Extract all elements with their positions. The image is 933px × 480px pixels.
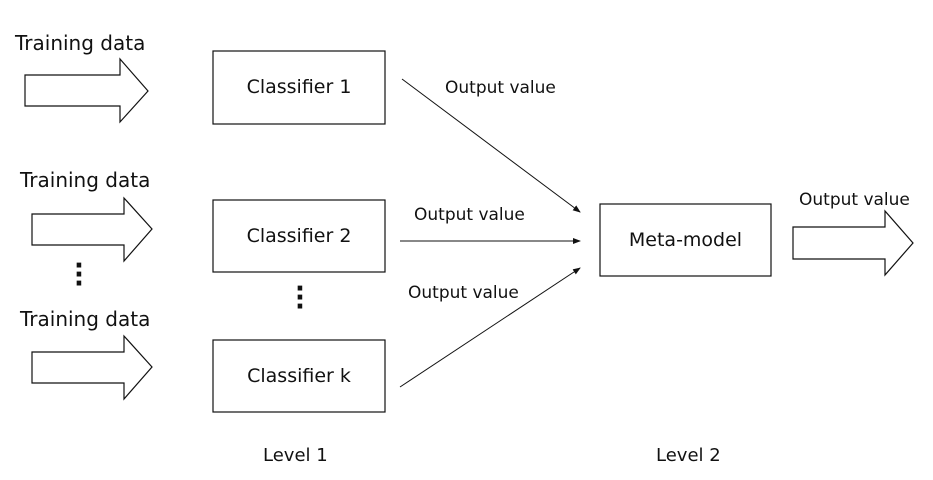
edge-1-label: Output value: [445, 78, 556, 98]
level-2-label: Level 2: [656, 445, 721, 466]
level-1-label: Level 1: [263, 445, 328, 466]
final-output-label: Output value: [799, 190, 910, 210]
edge-3-label: Output value: [408, 283, 519, 303]
input-label-3: Training data: [20, 307, 151, 331]
edge-2-label: Output value: [414, 205, 525, 225]
edge-1-arrow: [401, 78, 581, 213]
input-label-1: Training data: [15, 31, 146, 55]
edge-3-arrow: [399, 267, 581, 388]
inputs-ellipsis: ···: [74, 251, 84, 299]
classifier-2-box: [212, 199, 386, 273]
input-label-2: Training data: [20, 168, 151, 192]
classifier-k-label: Classifier k: [247, 365, 351, 387]
classifier-k-box: [212, 339, 386, 413]
classifier-1-label: Classifier 1: [246, 76, 352, 98]
input-arrow-1: [24, 57, 149, 124]
input-arrow-3: [31, 334, 153, 401]
meta-model-label: Meta-model: [628, 229, 743, 251]
output-arrow: [792, 209, 914, 277]
classifier-1-box: [212, 50, 386, 125]
meta-model-box: [599, 203, 772, 277]
classifiers-ellipsis: ···: [295, 274, 305, 322]
input-arrow-2: [31, 196, 153, 263]
classifier-2-label: Classifier 2: [246, 225, 352, 247]
